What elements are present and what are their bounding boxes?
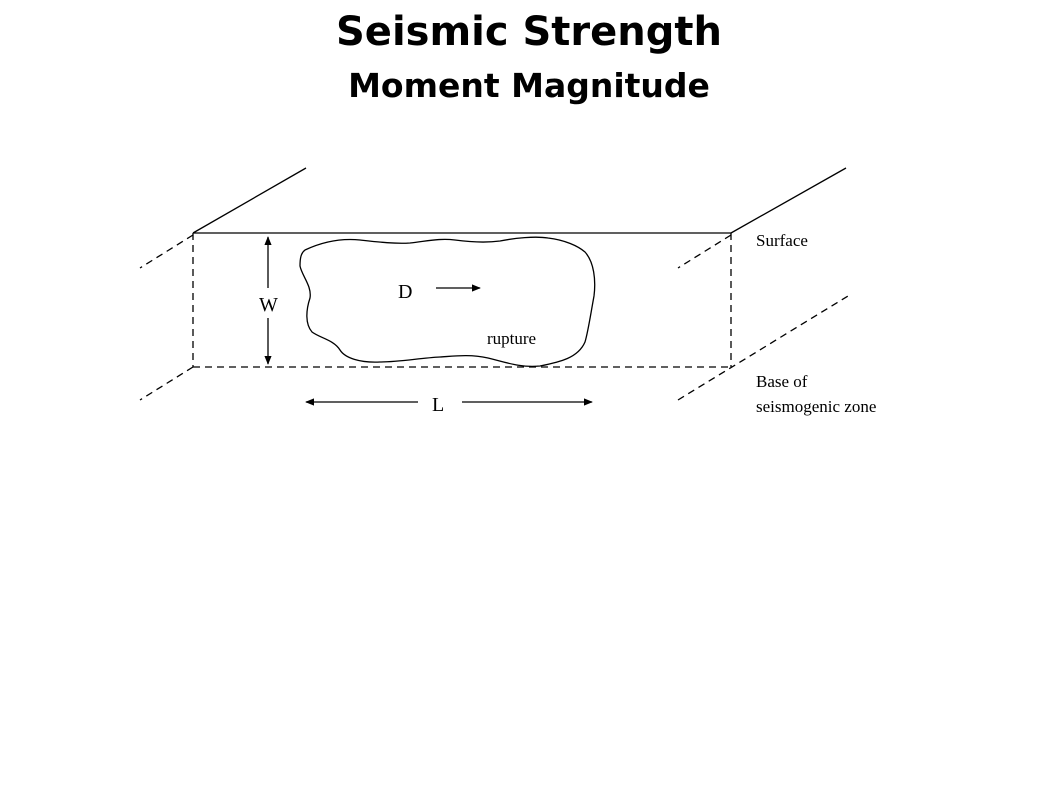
slide-title: Seismic Strength — [336, 9, 722, 55]
slip-label: D — [398, 281, 412, 303]
dashed-perspective-line-upper-left — [139, 234, 194, 269]
base-label-line1: Base of — [756, 372, 808, 391]
width-label: W — [259, 294, 278, 316]
dashed-perspective-line-lower-left — [139, 366, 194, 401]
rupture-label: rupture — [487, 329, 536, 348]
dashed-perspective-line-base-right — [677, 295, 849, 401]
surface-perspective-line-right — [730, 167, 847, 234]
length-label: L — [432, 394, 444, 416]
rupture-outline — [299, 236, 596, 368]
surface-label: Surface — [756, 231, 808, 250]
dashed-perspective-line-upper-right — [677, 234, 732, 269]
surface-perspective-line-left — [192, 167, 307, 234]
slide-subtitle: Moment Magnitude — [348, 66, 710, 105]
base-label-line2: seismogenic zone — [756, 397, 876, 416]
